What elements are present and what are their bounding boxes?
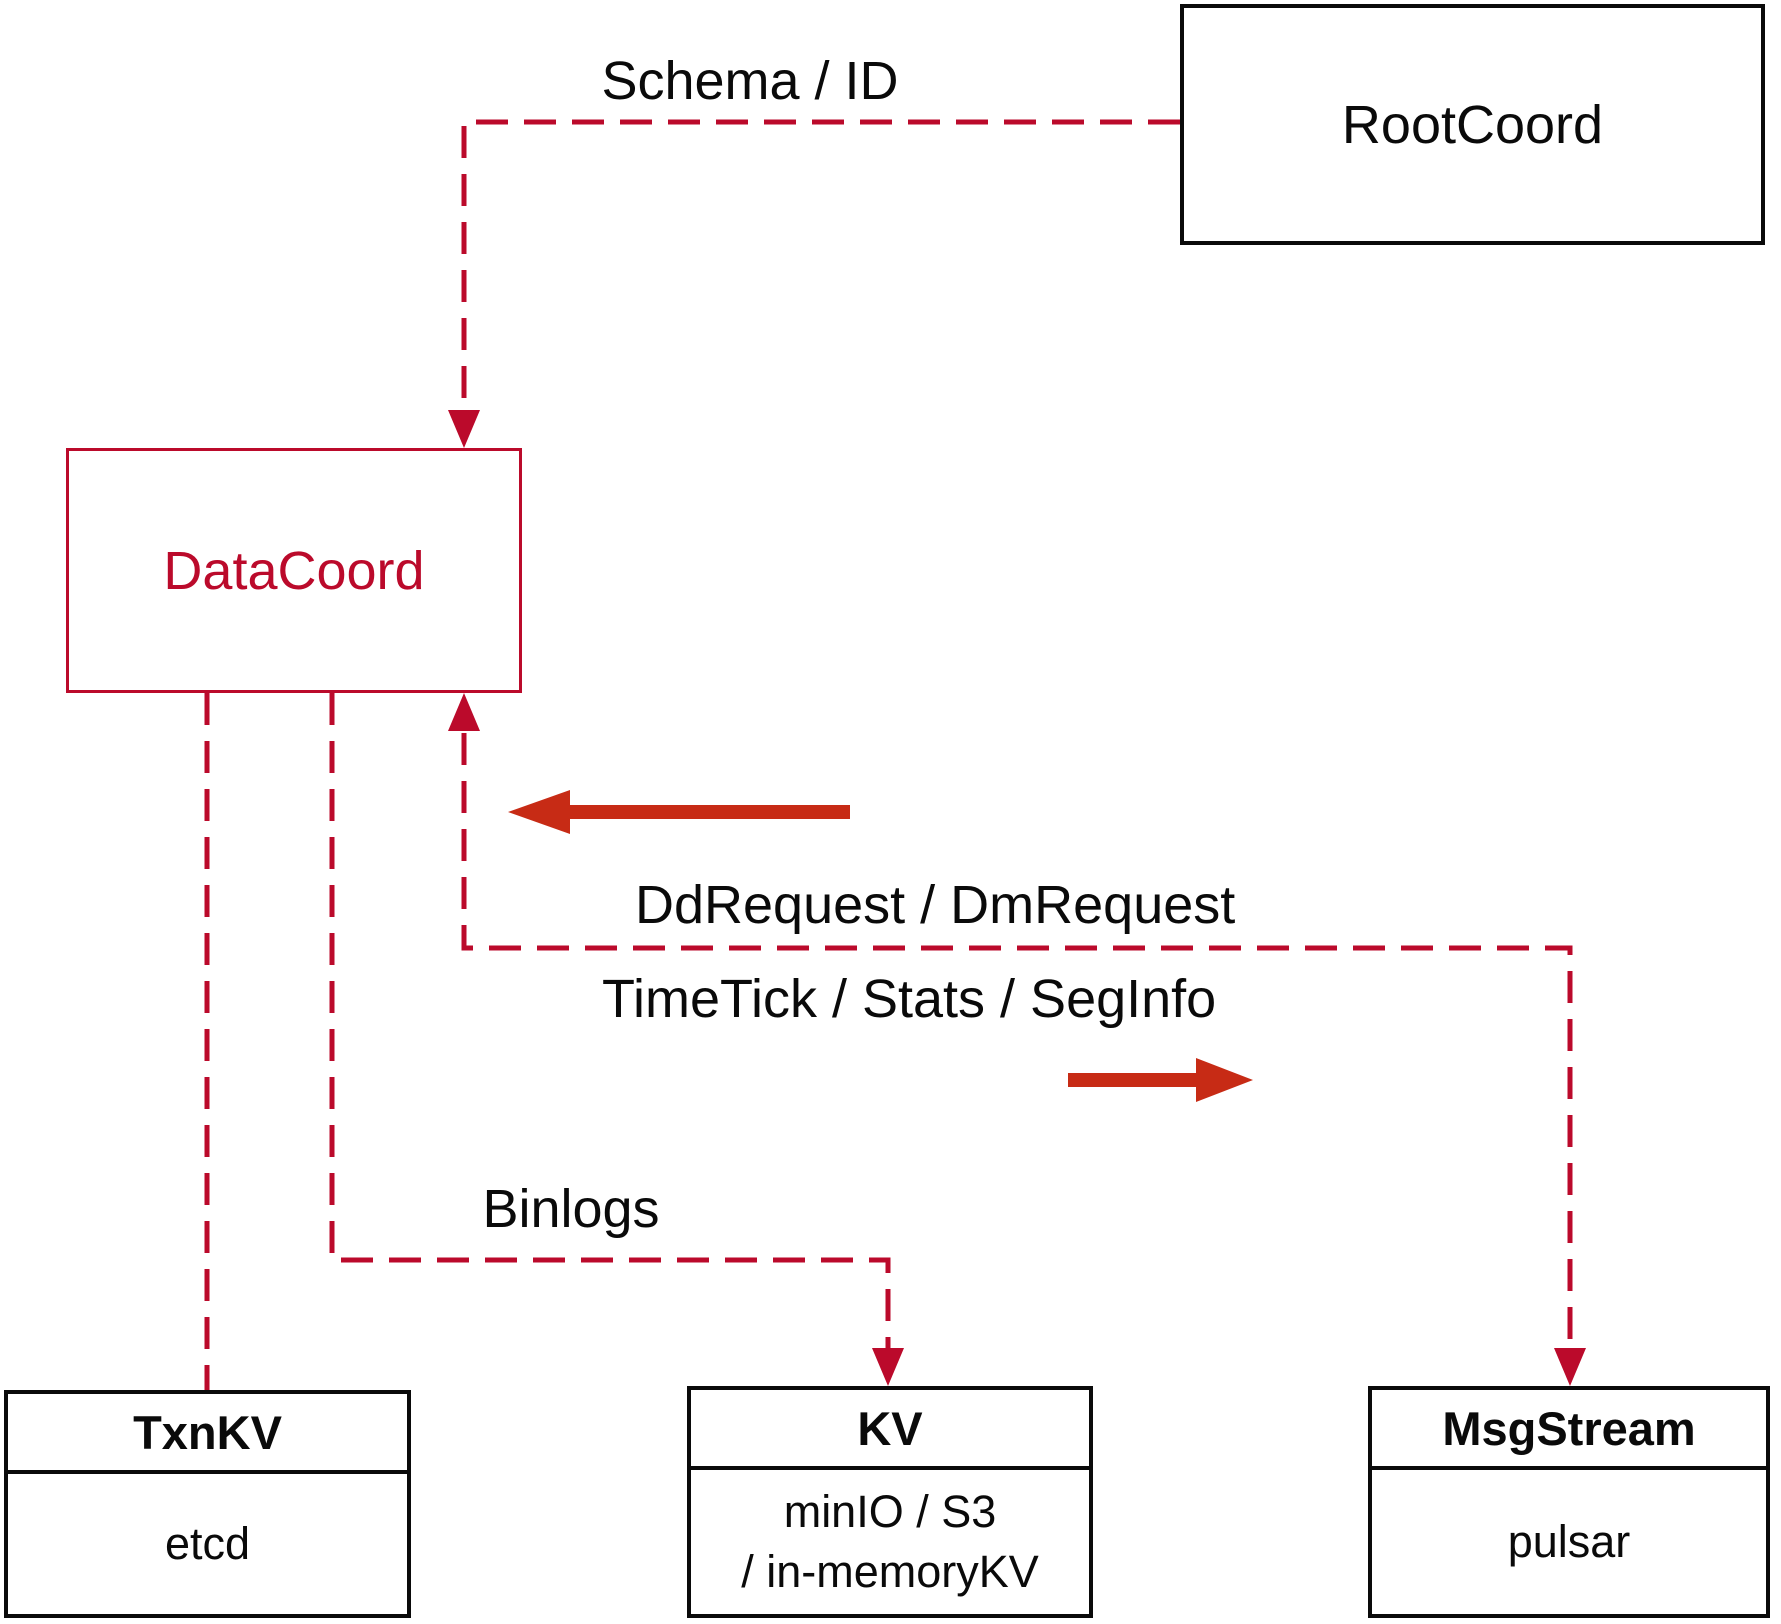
edge-binlogs-line: [329, 693, 891, 1348]
edge-timetick-arrowhead-down: [1554, 1348, 1586, 1386]
msgstream-content: pulsar: [1507, 1516, 1631, 1567]
right-direction-arrow-head: [1196, 1058, 1253, 1102]
kv-content-line2: / in-memoryKV: [741, 1546, 1039, 1597]
txnkv-content: etcd: [164, 1518, 251, 1569]
schema-id-edge-label: Schema / ID: [601, 51, 899, 111]
datacoord-label: DataCoord: [163, 540, 425, 601]
timetick-edge-label: TimeTick / Stats / SegInfo: [602, 969, 1217, 1029]
binlogs-edge-label: Binlogs: [482, 1179, 660, 1239]
datacoord-node: DataCoord: [66, 448, 522, 693]
msgstream-node: MsgStream pulsar: [1368, 1386, 1770, 1618]
kv-content-line1: minIO / S3: [783, 1486, 997, 1537]
left-direction-arrow-head: [508, 790, 570, 834]
rootcoord-node: RootCoord: [1180, 4, 1765, 245]
edge-ddrequest-arrowhead-up: [448, 693, 480, 731]
edge-binlogs-arrowhead-down: [872, 1348, 904, 1386]
kv-node: KV minIO / S3 / in-memoryKV: [687, 1386, 1093, 1618]
kv-title: KV: [691, 1390, 1089, 1470]
txnkv-title: TxnKV: [8, 1394, 407, 1474]
rootcoord-label: RootCoord: [1341, 94, 1604, 155]
ddrequest-edge-label: DdRequest / DmRequest: [635, 875, 1236, 935]
msgstream-title: MsgStream: [1372, 1390, 1766, 1470]
edge-schema-line: [461, 119, 1180, 412]
edge-ddrequest-timetick-line: [461, 733, 1573, 1348]
edge-schema-arrowhead-down: [448, 410, 480, 448]
txnkv-node: TxnKV etcd: [4, 1390, 411, 1618]
